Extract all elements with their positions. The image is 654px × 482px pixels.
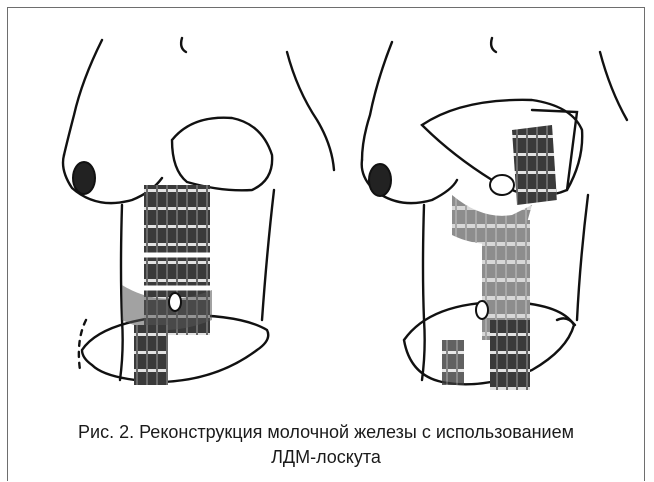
caption-line-2: ЛДМ-лоскута	[7, 445, 645, 470]
right-flap-upper	[512, 125, 557, 205]
figure-caption: Рис. 2. Реконструкция молочной железы с …	[7, 420, 645, 470]
left-nipple	[73, 162, 95, 194]
right-nipple	[369, 164, 391, 196]
breast-reconstruction-illustration	[12, 20, 644, 398]
caption-line-1: Рис. 2. Реконструкция молочной железы с …	[7, 420, 645, 445]
